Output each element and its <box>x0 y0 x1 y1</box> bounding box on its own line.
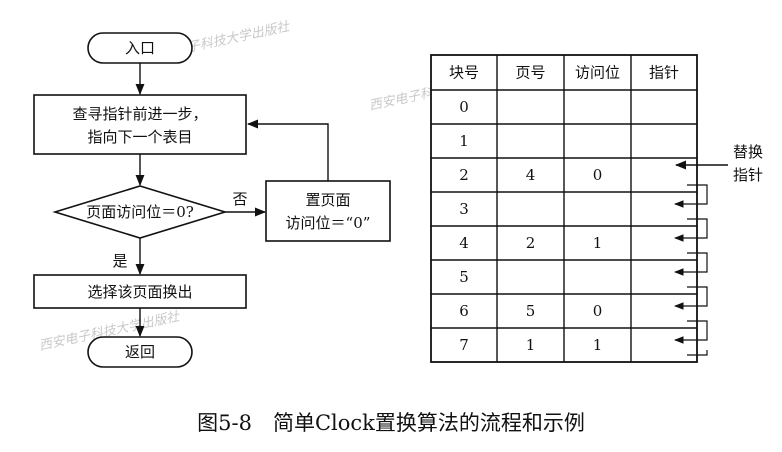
pointer-chain-arrow <box>674 218 708 242</box>
flowchart: 入口 查寻指针前进一步， 指向下一个表目 页面访问位＝0? 否 置页面 访问位＝… <box>33 32 391 368</box>
table-header-cell: 页号 <box>515 64 545 82</box>
advance-pointer-line1: 查寻指针前进一步， <box>72 105 207 123</box>
pointer-chain-tail <box>687 350 708 356</box>
table-header-cell: 块号 <box>449 64 479 82</box>
decision-label: 页面访问位＝0? <box>86 203 194 221</box>
table-cell: 1 <box>593 336 603 354</box>
table-cell: 4 <box>459 234 469 252</box>
table-cell: 1 <box>459 132 469 150</box>
reset-access-bit-box <box>265 180 391 242</box>
table-cell: 4 <box>526 166 536 184</box>
table-cell: 2 <box>459 166 469 184</box>
clock-table: 块号 页号 访问位 指针 0 1 2 4 0 3 4 2 1 5 6 5 0 7 1 1 <box>430 54 698 363</box>
table-cell: 2 <box>526 234 536 252</box>
figure-caption: 图5-8 简单Clock置换算法的流程和示例 <box>197 411 585 435</box>
table-header-cell: 指针 <box>649 64 679 82</box>
table-cell: 0 <box>459 98 469 116</box>
reset-line2: 访问位＝“0” <box>286 214 371 232</box>
table-cell: 5 <box>526 302 536 320</box>
pointer-label-line1: 替换 <box>733 143 763 161</box>
table-cell: 1 <box>593 234 603 252</box>
table-cell: 0 <box>593 166 603 184</box>
reset-line1: 置页面 <box>305 191 350 209</box>
pointer-chain-arrow <box>674 320 708 344</box>
table-cell: 3 <box>459 200 469 218</box>
start-label: 入口 <box>125 39 155 57</box>
yes-label: 是 <box>112 252 127 270</box>
table-cell: 0 <box>593 302 603 320</box>
table-cell: 6 <box>459 302 469 320</box>
advance-pointer-line2: 指向下一个表目 <box>87 128 192 146</box>
end-label: 返回 <box>125 343 155 361</box>
pointer-annotations: 替换 指针 <box>674 143 763 356</box>
replace-label: 选择该页面换出 <box>87 283 192 301</box>
table-cell: 5 <box>459 268 469 286</box>
end-terminal <box>87 336 193 368</box>
pointer-chain-arrow <box>674 184 708 208</box>
arrow-loop-back <box>246 119 329 181</box>
table-header-cell: 访问位 <box>575 64 620 82</box>
pointer-chain-arrow <box>674 252 708 276</box>
no-label: 否 <box>232 190 247 208</box>
table-cell: 7 <box>459 336 469 354</box>
pointer-chain-arrow <box>674 286 708 310</box>
pointer-label-line2: 指针 <box>733 166 763 184</box>
table-cell: 1 <box>526 336 536 354</box>
